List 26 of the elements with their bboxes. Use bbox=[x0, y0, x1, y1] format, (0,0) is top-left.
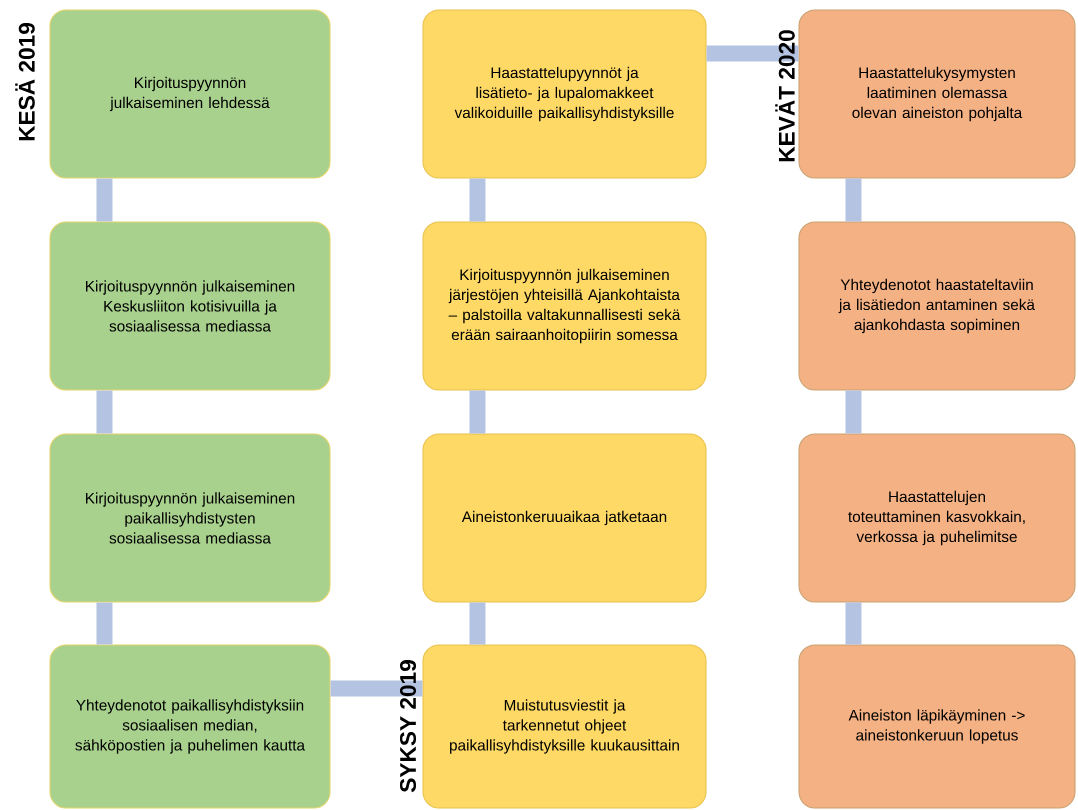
process-box: Kirjoituspyynnön julkaiseminen järjestöjen yhteisillä Ajankohtaista – palstoilla valtakunnallisesti sekä erään sairaanhoitopiirin somessa bbox=[422, 221, 707, 391]
process-box: Kirjoituspyynnön julkaiseminen paikallisyhdistysten sosiaalisessa mediassa bbox=[49, 433, 331, 603]
period-label: KEVÄT 2020 bbox=[775, 30, 795, 162]
process-box: Kirjoituspyynnön julkaiseminen lehdessä bbox=[49, 9, 331, 179]
process-box: Haastattelukysymysten laatiminen olemassa olevan aineiston pohjalta bbox=[798, 9, 1076, 179]
process-box: Haastattelujen toteuttaminen kasvokkain, verkossa ja puhelimitse bbox=[798, 433, 1076, 603]
connector bbox=[845, 602, 862, 645]
connector bbox=[469, 390, 486, 434]
connector bbox=[96, 178, 113, 222]
connector bbox=[96, 602, 113, 645]
process-box: Haastattelupyynnöt ja lisätieto- ja lupalomakkeet valikoiduille paikallisyhdistyksille bbox=[422, 9, 707, 179]
connector bbox=[845, 390, 862, 434]
connector bbox=[469, 178, 486, 222]
process-box: Yhteydenotot paikallisyhdistyksiin sosiaalisen median, sähköpostien ja puhelimen kautta bbox=[49, 644, 331, 809]
process-box: Aineiston läpikäyminen -> aineistonkeruun lopetus bbox=[798, 644, 1076, 809]
connector bbox=[96, 390, 113, 434]
period-label: KESÄ 2019 bbox=[15, 23, 35, 141]
process-box: Aineistonkeruuaikaa jatketaan bbox=[422, 433, 707, 603]
connector bbox=[706, 45, 799, 62]
connector bbox=[330, 680, 423, 697]
connector bbox=[469, 602, 486, 645]
process-box: Kirjoituspyynnön julkaiseminen Keskusliiton kotisivuilla ja sosiaalisessa mediassa bbox=[49, 221, 331, 391]
process-box: Muistutusviestit ja tarkennetut ohjeet paikallisyhdistyksille kuukausittain bbox=[422, 644, 707, 809]
process-box: Yhteydenotot haastateltaviin ja lisätiedon antaminen sekä ajankohdasta sopiminen bbox=[798, 221, 1076, 391]
connector bbox=[845, 178, 862, 222]
period-label: SYKSY 2019 bbox=[400, 660, 417, 793]
